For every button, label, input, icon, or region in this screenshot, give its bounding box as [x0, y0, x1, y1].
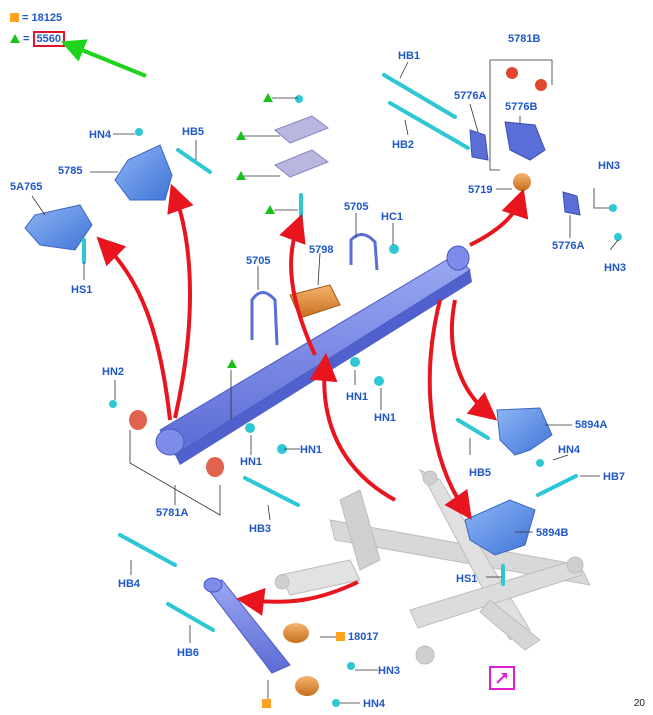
insulator-plate-lower [274, 149, 330, 178]
bushing-18017-lower [295, 676, 319, 696]
label-HS1-mid: HS1 [456, 573, 478, 585]
label-HN1-b: HN1 [374, 412, 397, 424]
label-HB7: HB7 [603, 471, 626, 483]
label-HN3-bottom: HN3 [378, 665, 401, 677]
label-HB4: HB4 [118, 578, 141, 590]
bushing-5781A-upper [129, 410, 147, 430]
label-HB5-top: HB5 [182, 126, 205, 138]
label-5785: 5785 [58, 165, 83, 177]
triangle-markers [227, 93, 275, 368]
label-5705-right: 5705 [344, 201, 369, 213]
shackle-5776B [504, 121, 546, 161]
shock-absorber [203, 577, 291, 674]
label-HN3-top: HN3 [598, 160, 621, 172]
insulator-plate-upper [274, 115, 330, 144]
bushing-5781A-lower [206, 457, 224, 477]
label-HB2: HB2 [392, 139, 415, 151]
page-number: 20 [633, 698, 645, 709]
bracket-5894A [496, 407, 553, 456]
bushing-5781B-a [506, 67, 518, 79]
label-5705-left: 5705 [246, 255, 271, 267]
shackle-5776A-top [469, 129, 489, 161]
label-HB1: HB1 [398, 50, 421, 62]
square-marker-18017 [336, 632, 345, 641]
triangle-marker-icon [10, 34, 20, 43]
fastener-nuts [109, 95, 622, 707]
label-HN4-mid: HN4 [558, 444, 581, 456]
label-18017: 18017 [348, 631, 379, 643]
leaf-spring [155, 245, 472, 465]
navigate-button[interactable] [489, 666, 515, 690]
label-HN4-bottom: HN4 [363, 698, 386, 710]
label-5719: 5719 [468, 184, 493, 196]
label-5776A-top: 5776A [454, 90, 487, 102]
label-5776B: 5776B [505, 101, 538, 113]
label-HN1-d: HN1 [240, 456, 263, 468]
label-5781A: 5781A [156, 507, 189, 519]
label-HB3: HB3 [249, 523, 272, 535]
label-5894B: 5894B [536, 527, 569, 539]
bushing-5781B-b [535, 79, 547, 91]
leader-lines [31, 59, 619, 704]
legend-square-row: = 18125 [10, 12, 62, 24]
label-HB5-mid: HB5 [469, 467, 492, 479]
red-callout-arrows [96, 183, 529, 616]
bracket-5A765 [24, 204, 93, 251]
navigate-arrow-icon [496, 673, 507, 684]
label-HN4-top: HN4 [89, 129, 112, 141]
label-HN3-right: HN3 [604, 262, 627, 274]
spring-hanger-5785 [114, 144, 173, 201]
square-marker-icon [10, 13, 19, 22]
u-bolt-right [349, 233, 379, 271]
label-5798: 5798 [309, 244, 334, 256]
label-5894A: 5894A [575, 419, 608, 431]
bushing-18017-upper [283, 623, 309, 643]
legend-square-value: 18125 [31, 12, 63, 24]
shackle-5776A-bottom [562, 191, 581, 216]
label-HN2: HN2 [102, 366, 125, 378]
label-HB6: HB6 [177, 647, 200, 659]
bracket-5894B [464, 499, 536, 556]
label-HN1-a: HN1 [346, 391, 369, 403]
rear-axle-frame [274, 468, 591, 665]
label-5776A-bottom: 5776A [552, 240, 585, 252]
label-5A765: 5A765 [10, 181, 43, 193]
label-HS1-left: HS1 [71, 284, 93, 296]
legend-triangle-row: = 5560 [10, 31, 65, 47]
fastener-bolts [82, 73, 578, 632]
label-HC1: HC1 [381, 211, 404, 223]
green-callout-arrow [60, 39, 147, 78]
square-marker-bottom [262, 699, 271, 708]
legend-triangle-value[interactable]: 5560 [32, 31, 65, 47]
u-bolt-left [250, 291, 279, 346]
label-5781B: 5781B [508, 33, 541, 45]
label-HN1-c: HN1 [300, 444, 323, 456]
bumper-5719 [513, 173, 531, 191]
